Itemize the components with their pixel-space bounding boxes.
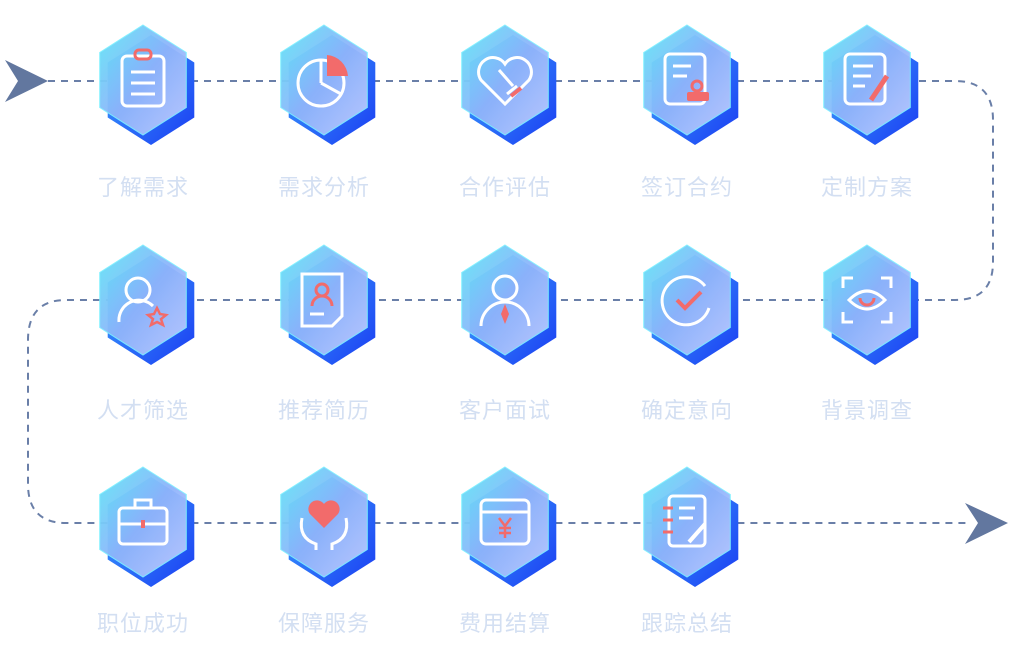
step-label: 推荐简历 — [277, 399, 370, 424]
step-label: 职位成功 — [96, 612, 189, 637]
step-label: 费用结算 — [458, 612, 551, 637]
interview-user-icon — [479, 274, 531, 327]
step-hexagon — [99, 244, 195, 365]
document-edit-icon — [843, 52, 890, 106]
heart-handshake-icon — [477, 56, 533, 107]
step-label: 了解需求 — [96, 176, 189, 201]
step-hexagon — [643, 244, 739, 365]
process-step: 人才筛选 — [78, 235, 208, 425]
end-arrow-icon — [965, 503, 1008, 544]
step-label: 客户面试 — [458, 399, 551, 424]
process-step: 定制方案 — [802, 15, 932, 205]
step-hexagon — [823, 24, 919, 145]
step-hexagon — [280, 244, 376, 365]
briefcase-icon — [117, 498, 169, 546]
pie-chart-icon — [296, 55, 348, 108]
step-label: 签订合约 — [640, 176, 733, 201]
process-step: 推荐简历 — [259, 235, 389, 425]
contract-stamp-icon — [663, 52, 709, 106]
clipboard-icon — [120, 48, 166, 108]
step-hexagon — [461, 24, 557, 145]
step-hexagon — [461, 466, 557, 587]
process-step: 职位成功 — [78, 457, 208, 647]
process-step: 保障服务 — [259, 457, 389, 647]
payment-icon — [479, 498, 531, 546]
process-step: 了解需求 — [78, 15, 208, 205]
step-label: 保障服务 — [277, 612, 370, 637]
step-hexagon — [99, 466, 195, 587]
step-label: 确定意向 — [640, 399, 733, 424]
step-label: 背景调查 — [820, 399, 913, 424]
step-label: 跟踪总结 — [640, 612, 733, 637]
step-hexagon — [643, 24, 739, 145]
step-label: 需求分析 — [277, 176, 370, 201]
step-label: 人才筛选 — [96, 399, 189, 424]
process-step: 背景调查 — [802, 235, 932, 425]
process-step: 客户面试 — [440, 235, 570, 425]
step-hexagon — [823, 244, 919, 365]
step-hexagon — [99, 24, 195, 145]
step-hexagon — [280, 24, 376, 145]
start-arrow-icon — [5, 60, 48, 102]
process-step: 确定意向 — [622, 235, 752, 425]
process-step: 需求分析 — [259, 15, 389, 205]
process-step: 合作评估 — [440, 15, 570, 205]
step-label: 合作评估 — [458, 176, 551, 201]
process-step: 签订合约 — [622, 15, 752, 205]
eye-scan-icon — [841, 276, 893, 324]
notebook-icon — [663, 494, 707, 548]
process-step: 跟踪总结 — [622, 457, 752, 647]
heart-hands-icon — [299, 500, 349, 550]
step-hexagon — [280, 466, 376, 587]
step-hexagon — [461, 244, 557, 365]
resume-icon — [300, 272, 344, 328]
check-circle-icon — [660, 275, 711, 327]
user-star-icon — [117, 276, 169, 328]
process-step: 费用结算 — [440, 457, 570, 647]
step-hexagon — [643, 466, 739, 587]
step-label: 定制方案 — [820, 176, 913, 201]
